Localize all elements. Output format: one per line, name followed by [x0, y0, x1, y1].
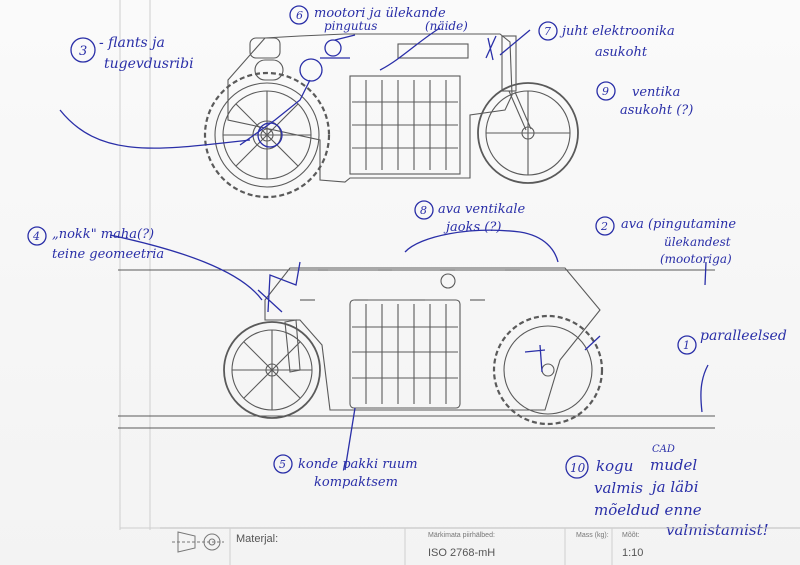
svg-text:tugevdusribi: tugevdusribi [104, 56, 194, 72]
annotation-4: 4 „nokk" maha(?) teine geomeetria [27, 226, 164, 262]
annotation-8: 8 ava ventikale jaoks (?) [414, 200, 526, 235]
annotation-7: 7 juht elektroonika asukoht [538, 21, 675, 60]
projection-symbol-icon [172, 531, 224, 553]
svg-text:4: 4 [32, 230, 40, 243]
annotation-6: 6 mootori ja ülekande pingutus (näide) [289, 5, 468, 33]
svg-text:asukoht: asukoht [595, 45, 648, 60]
svg-text:ava ventikale: ava ventikale [438, 202, 526, 217]
svg-text:1: 1 [683, 339, 690, 352]
annotation-1: 1 paralleelsed [677, 328, 787, 355]
svg-text:6: 6 [296, 9, 303, 22]
svg-text:kompaktsem: kompaktsem [314, 475, 398, 490]
svg-text:2: 2 [600, 220, 608, 233]
svg-text:8: 8 [420, 204, 427, 217]
svg-text:ventika: ventika [632, 85, 680, 100]
svg-text:konde pakki ruum: konde pakki ruum [298, 457, 418, 472]
top-battery-cells [352, 80, 458, 170]
svg-text:ja läbi: ja läbi [649, 478, 699, 496]
svg-text:valmistamist!: valmistamist! [666, 521, 769, 539]
annotation-3: 3 - flants ja tugevdusribi [70, 35, 194, 72]
svg-text:CAD: CAD [652, 444, 675, 455]
svg-text:9: 9 [602, 85, 609, 98]
annotation-2: 2 ava (pingutamine ülekandest (mootoriga… [595, 216, 736, 266]
scale-value: 1:10 [622, 547, 643, 559]
annotation-5: 5 konde pakki ruum kompaktsem [273, 454, 418, 490]
svg-text:„nokk" maha(?): „nokk" maha(?) [52, 227, 154, 242]
svg-text:7: 7 [544, 25, 551, 38]
side-battery-cells [352, 304, 458, 404]
svg-text:jaoks (?): jaoks (?) [443, 220, 501, 235]
svg-text:teine geomeetria: teine geomeetria [52, 247, 164, 262]
svg-text:5: 5 [279, 458, 286, 471]
svg-text:juht elektroonika: juht elektroonika [559, 24, 675, 39]
side-dash-marks [300, 269, 520, 301]
svg-text:mõeldud enne: mõeldud enne [594, 501, 702, 519]
svg-text:ülekandest: ülekandest [664, 235, 731, 249]
scale-label: Mõõt: [622, 532, 640, 539]
svg-text:(mootoriga): (mootoriga) [660, 252, 732, 266]
svg-text:asukoht (?): asukoht (?) [620, 103, 693, 118]
top-view-motorcycle [203, 33, 579, 199]
svg-text:valmis: valmis [594, 479, 643, 497]
tolerance-label: Märkimata piirhälbed: [428, 532, 495, 539]
svg-text:kogu: kogu [596, 457, 633, 475]
annotation-9: 9 ventika asukoht (?) [596, 81, 693, 118]
svg-text:mudel: mudel [650, 456, 697, 474]
material-label: Materjal: [236, 533, 278, 545]
title-block: Materjal: Märkimata piirhälbed: ISO 2768… [160, 527, 800, 565]
svg-text:pingutus: pingutus [324, 19, 377, 33]
top-view-ink-marks [239, 34, 497, 148]
annotation-10: 10 kogu CAD mudel valmis ja läbi mõeldud… [565, 444, 769, 539]
svg-text:- flants ja: - flants ja [99, 35, 165, 51]
tolerance-value: ISO 2768-mH [428, 547, 495, 559]
svg-text:mootori ja ülekande: mootori ja ülekande [314, 6, 446, 21]
svg-text:3: 3 [79, 44, 87, 59]
svg-text:paralleelsed: paralleelsed [700, 328, 787, 344]
svg-text:ava (pingutamine: ava (pingutamine [621, 217, 736, 232]
mass-label: Mass (kg): [576, 532, 609, 539]
svg-text:(näide): (näide) [425, 19, 468, 33]
side-view-ink-marks [59, 27, 709, 471]
side-view-motorcycle [118, 267, 715, 429]
svg-text:10: 10 [570, 461, 586, 475]
